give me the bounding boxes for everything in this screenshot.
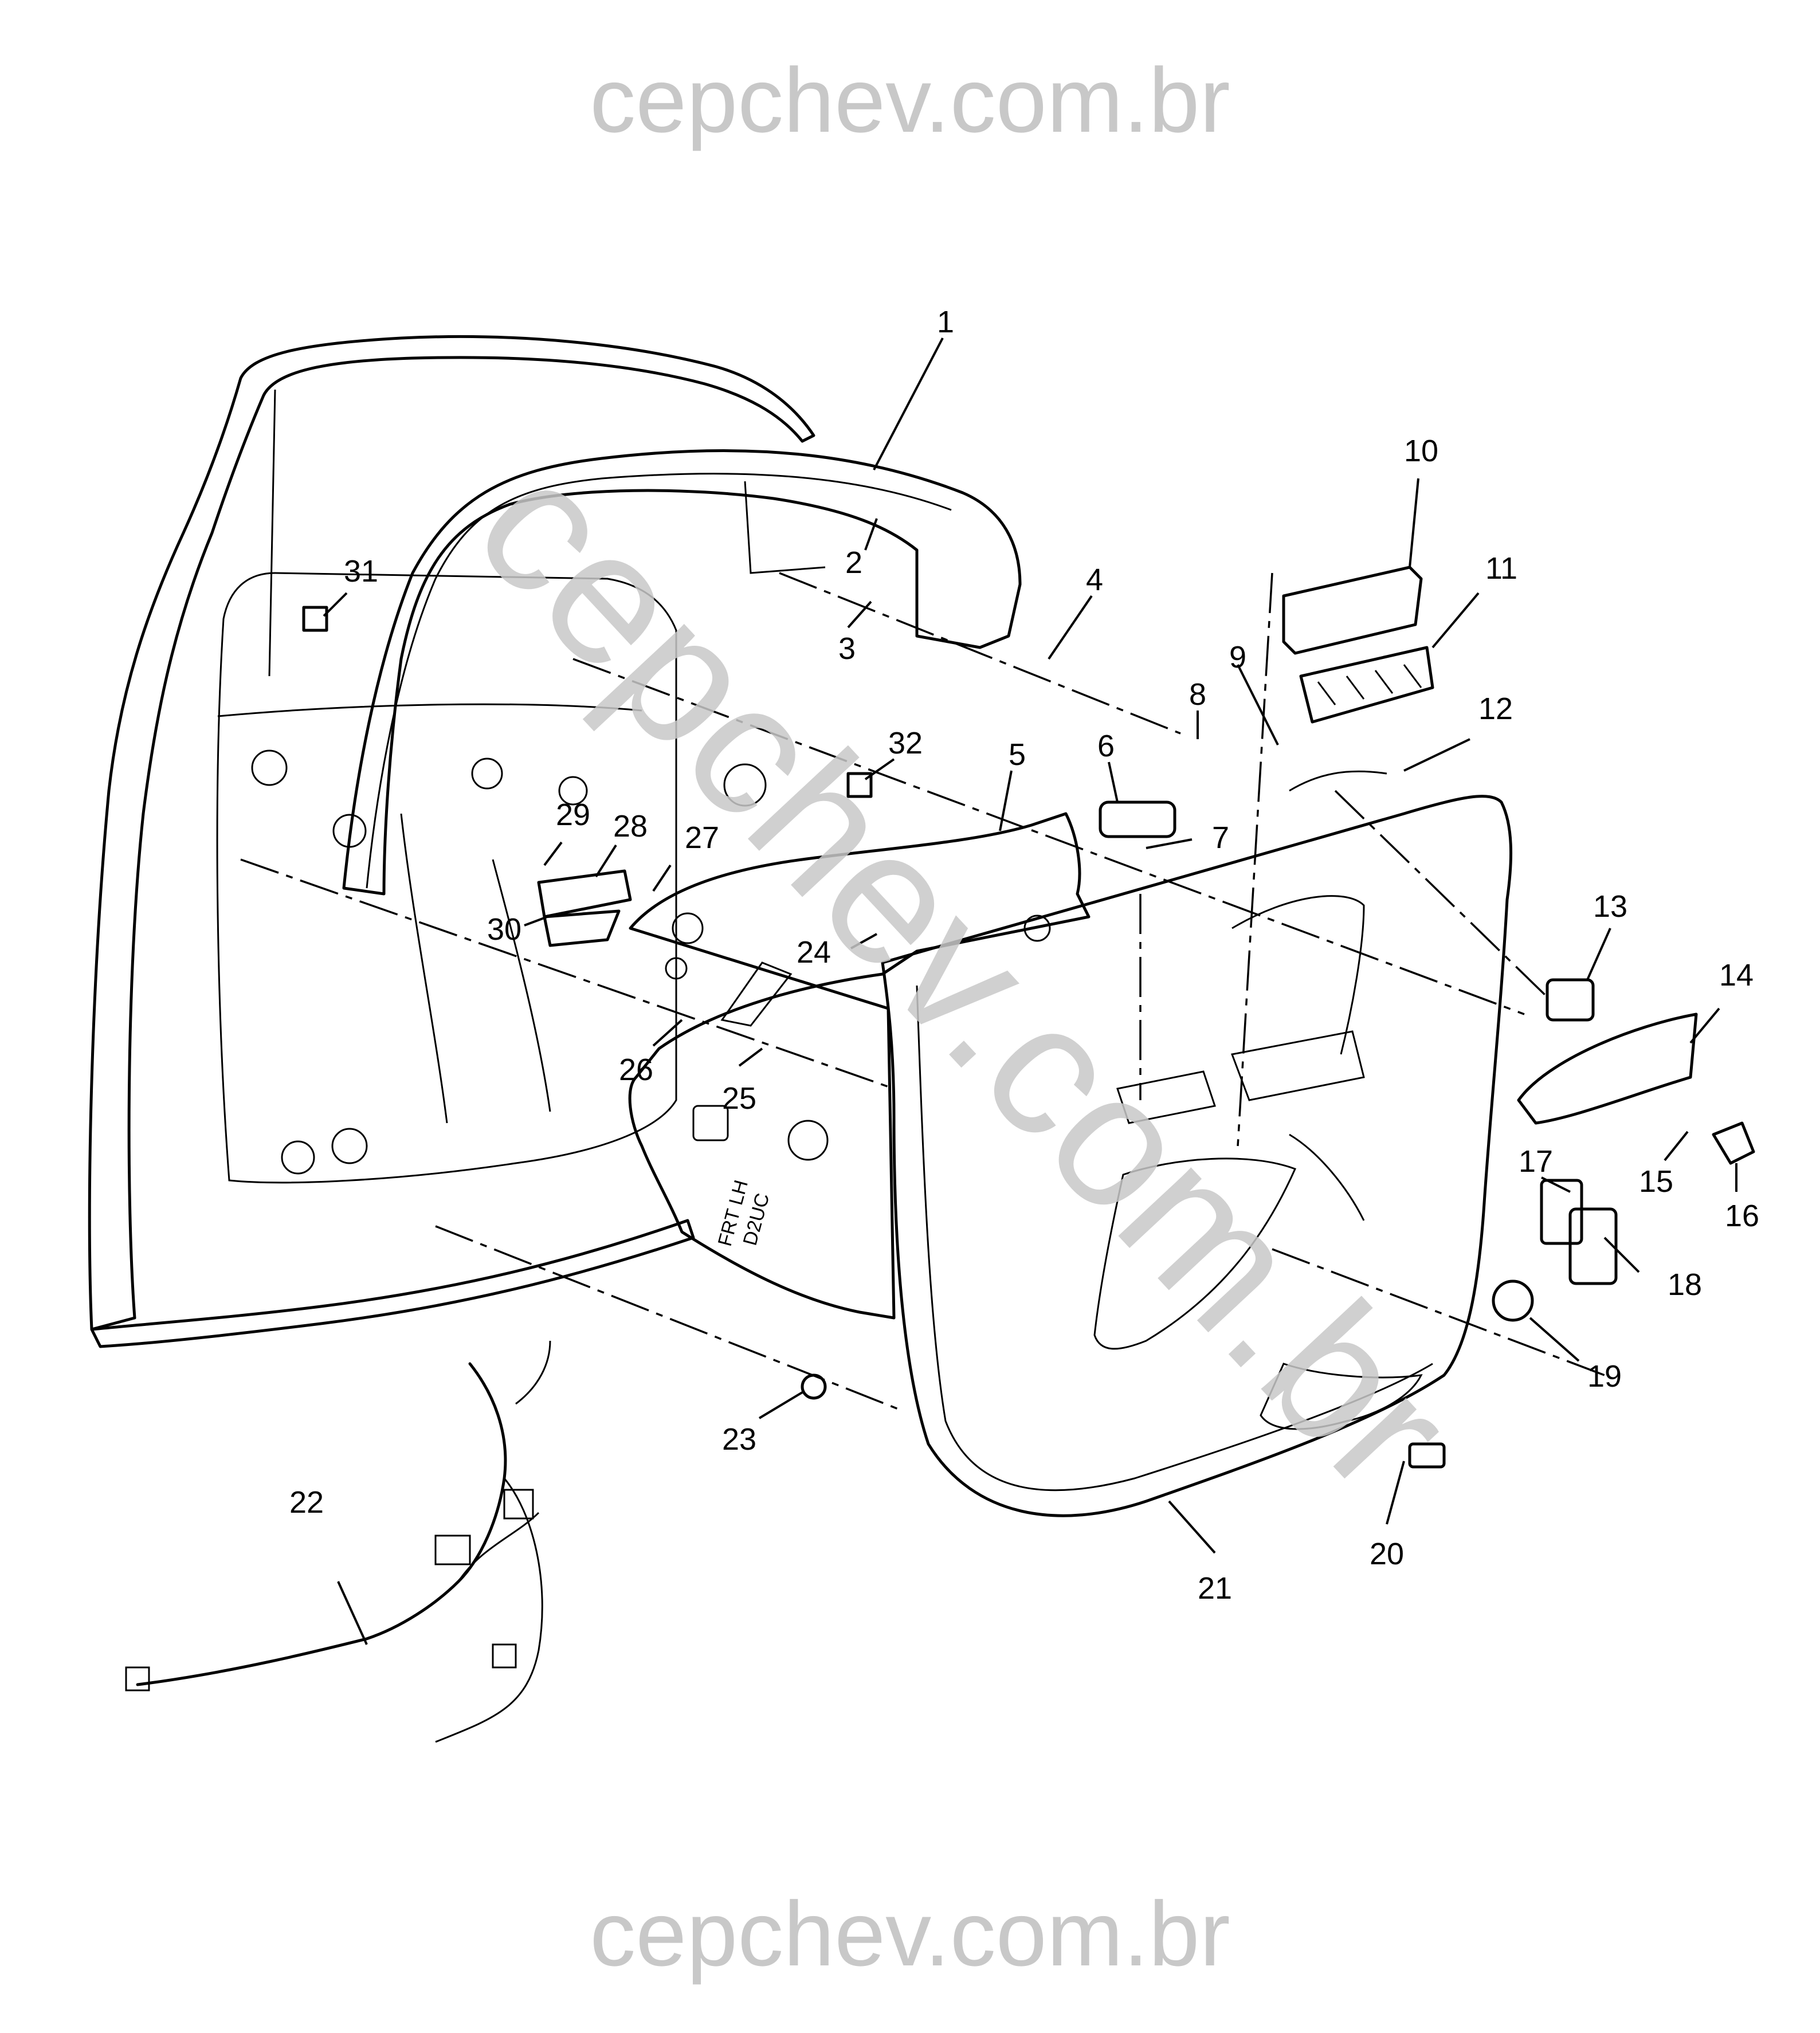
panel-marking: FRT LH D2UC [714, 1178, 774, 1249]
callout-5: 5 [1009, 737, 1026, 772]
callout-21: 21 [1198, 1571, 1232, 1606]
alignment-lines [240, 572, 1605, 1411]
callout-1: 1 [937, 305, 954, 339]
callout-4: 4 [1086, 563, 1103, 597]
callout-13: 13 [1593, 889, 1627, 924]
part-door-trim-panel [881, 795, 1513, 1517]
callout-12: 12 [1478, 692, 1513, 726]
leader-lines [323, 337, 1737, 1645]
part-wiring-harness [125, 1340, 551, 1743]
callout-7: 7 [1212, 821, 1229, 855]
callout-24: 24 [797, 935, 831, 970]
callout-8: 8 [1189, 677, 1206, 712]
callout-20: 20 [1370, 1537, 1404, 1571]
callout-10: 10 [1404, 434, 1438, 468]
callout-18: 18 [1668, 1267, 1702, 1302]
part-window-trim [342, 449, 1022, 896]
callout-6: 6 [1097, 729, 1115, 763]
callout-14: 14 [1719, 958, 1754, 992]
callout-27: 27 [685, 821, 719, 855]
callout-31: 31 [344, 554, 378, 588]
callout-labels: 1 2 3 4 5 6 7 8 9 10 11 12 13 14 15 16 1… [289, 305, 1759, 1606]
callout-2: 2 [845, 545, 862, 580]
callout-11: 11 [1485, 551, 1517, 586]
part-inner-carrier [628, 812, 1091, 1320]
watermark-diagonal: cepchev.com.br [436, 420, 1492, 1531]
door-frame [88, 335, 826, 1348]
callout-19: 19 [1587, 1359, 1622, 1394]
callout-15: 15 [1639, 1164, 1673, 1199]
callout-26: 26 [619, 1053, 653, 1087]
callout-28: 28 [613, 809, 648, 843]
watermark-bottom: cepchev.com.br [590, 1882, 1230, 1985]
callout-25: 25 [722, 1081, 756, 1116]
callout-17: 17 [1519, 1144, 1553, 1179]
callout-30: 30 [487, 912, 521, 947]
watermark-top: cepchev.com.br [590, 49, 1230, 151]
callout-23: 23 [722, 1422, 756, 1457]
callout-29: 29 [556, 798, 590, 832]
callout-3: 3 [838, 631, 856, 666]
callout-32: 32 [888, 726, 923, 760]
small-parts [302, 566, 1755, 1469]
callout-16: 16 [1725, 1199, 1759, 1233]
callout-22: 22 [289, 1485, 324, 1520]
callout-9: 9 [1229, 640, 1246, 674]
